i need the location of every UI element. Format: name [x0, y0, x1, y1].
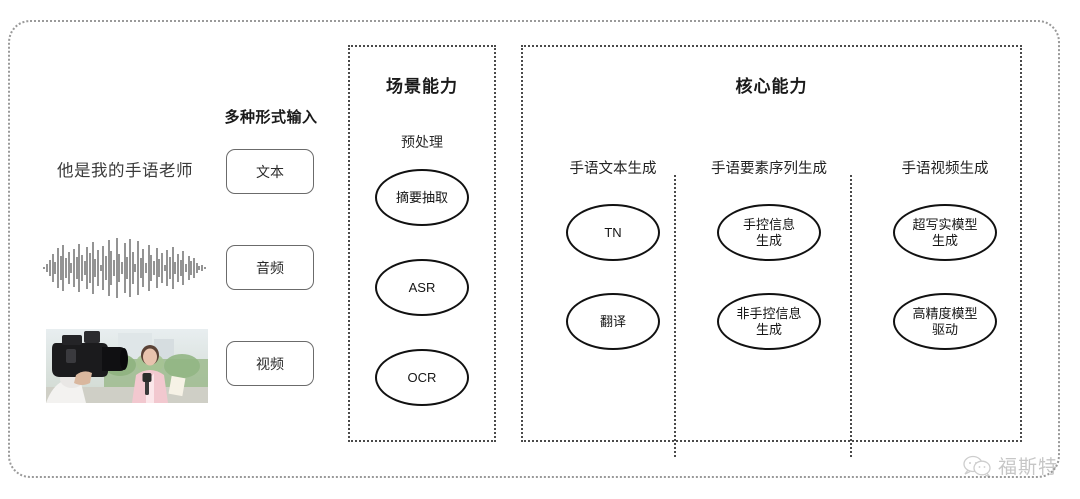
- core-capability-panel: 核心能力 手语文本生成 TN 翻译 手语要素序列生成 手控信息: [521, 45, 1025, 457]
- core-node-translation[interactable]: 翻译: [566, 293, 660, 350]
- core-node-high-precision-model-driving-line1: 高精度模型: [912, 305, 978, 321]
- core-column-1-label: 手语文本生成: [569, 161, 657, 177]
- scene-node-ocr[interactable]: OCR: [375, 349, 469, 406]
- scene-panel-subtitle: 预处理: [401, 134, 443, 150]
- core-node-non-manual-info-generation[interactable]: 非手控信息 生成: [717, 293, 821, 350]
- scene-node-ocr-label: OCR: [407, 369, 437, 385]
- input-button-video-label: 视频: [256, 355, 284, 372]
- core-node-tn[interactable]: TN: [566, 204, 660, 261]
- core-column-divider-1: [674, 175, 676, 457]
- core-node-photorealistic-model-generation-line1: 超写实模型: [912, 216, 978, 232]
- video-thumbnail-icon: [46, 329, 208, 403]
- core-node-high-precision-model-driving-line2: 驱动: [931, 321, 958, 337]
- core-node-photorealistic-model-generation[interactable]: 超写实模型 生成: [893, 204, 997, 261]
- core-column-3-label: 手语视频生成: [901, 161, 989, 177]
- scene-node-asr[interactable]: ASR: [375, 259, 469, 316]
- input-button-video[interactable]: 视频: [226, 341, 314, 386]
- sample-text-line: 他是我的手语老师: [57, 162, 193, 180]
- watermark-text: 福斯特: [997, 457, 1058, 478]
- input-button-text-label: 文本: [256, 163, 284, 180]
- core-column-sign-video-generation: 手语视频生成 超写实模型 生成 高精度模型 驱动: [865, 157, 1025, 382]
- input-section-heading: 多种形式输入: [224, 109, 318, 126]
- input-button-audio-label: 音频: [256, 259, 284, 276]
- core-column-divider-2: [850, 175, 852, 457]
- input-button-text[interactable]: 文本: [226, 149, 314, 194]
- core-node-tn-line1: TN: [604, 224, 622, 240]
- core-node-photorealistic-model-generation-line2: 生成: [931, 232, 958, 248]
- core-node-non-manual-info-generation-line2: 生成: [755, 321, 782, 337]
- input-button-audio[interactable]: 音频: [226, 245, 314, 290]
- scene-capability-panel: 场景能力 预处理 摘要抽取 ASR OCR: [348, 45, 496, 442]
- wechat-bubbles-icon: [962, 454, 992, 478]
- scene-panel-title: 场景能力: [386, 77, 458, 96]
- audio-waveform-icon: [42, 236, 208, 300]
- scene-node-summary-extraction-label: 摘要抽取: [395, 189, 448, 205]
- scene-node-list: 摘要抽取 ASR OCR: [350, 169, 494, 439]
- core-node-high-precision-model-driving[interactable]: 高精度模型 驱动: [893, 293, 997, 350]
- core-column-sign-element-sequence-generation: 手语要素序列生成 手控信息 生成 非手控信息 生成: [689, 157, 849, 382]
- outer-frame: [8, 20, 1060, 478]
- core-node-non-manual-info-generation-line1: 非手控信息: [736, 305, 802, 321]
- core-node-manual-info-generation[interactable]: 手控信息 生成: [717, 204, 821, 261]
- watermark: 福斯特: [962, 452, 1058, 479]
- core-column-2-label: 手语要素序列生成: [711, 161, 827, 177]
- core-node-manual-info-generation-line1: 手控信息: [742, 216, 795, 232]
- core-node-translation-line1: 翻译: [599, 313, 626, 329]
- core-panel-title: 核心能力: [735, 77, 808, 96]
- core-node-manual-info-generation-line2: 生成: [755, 232, 782, 248]
- scene-node-summary-extraction[interactable]: 摘要抽取: [375, 169, 469, 226]
- core-column-sign-text-generation: 手语文本生成 TN 翻译: [533, 157, 693, 382]
- scene-node-asr-label: ASR: [408, 279, 436, 295]
